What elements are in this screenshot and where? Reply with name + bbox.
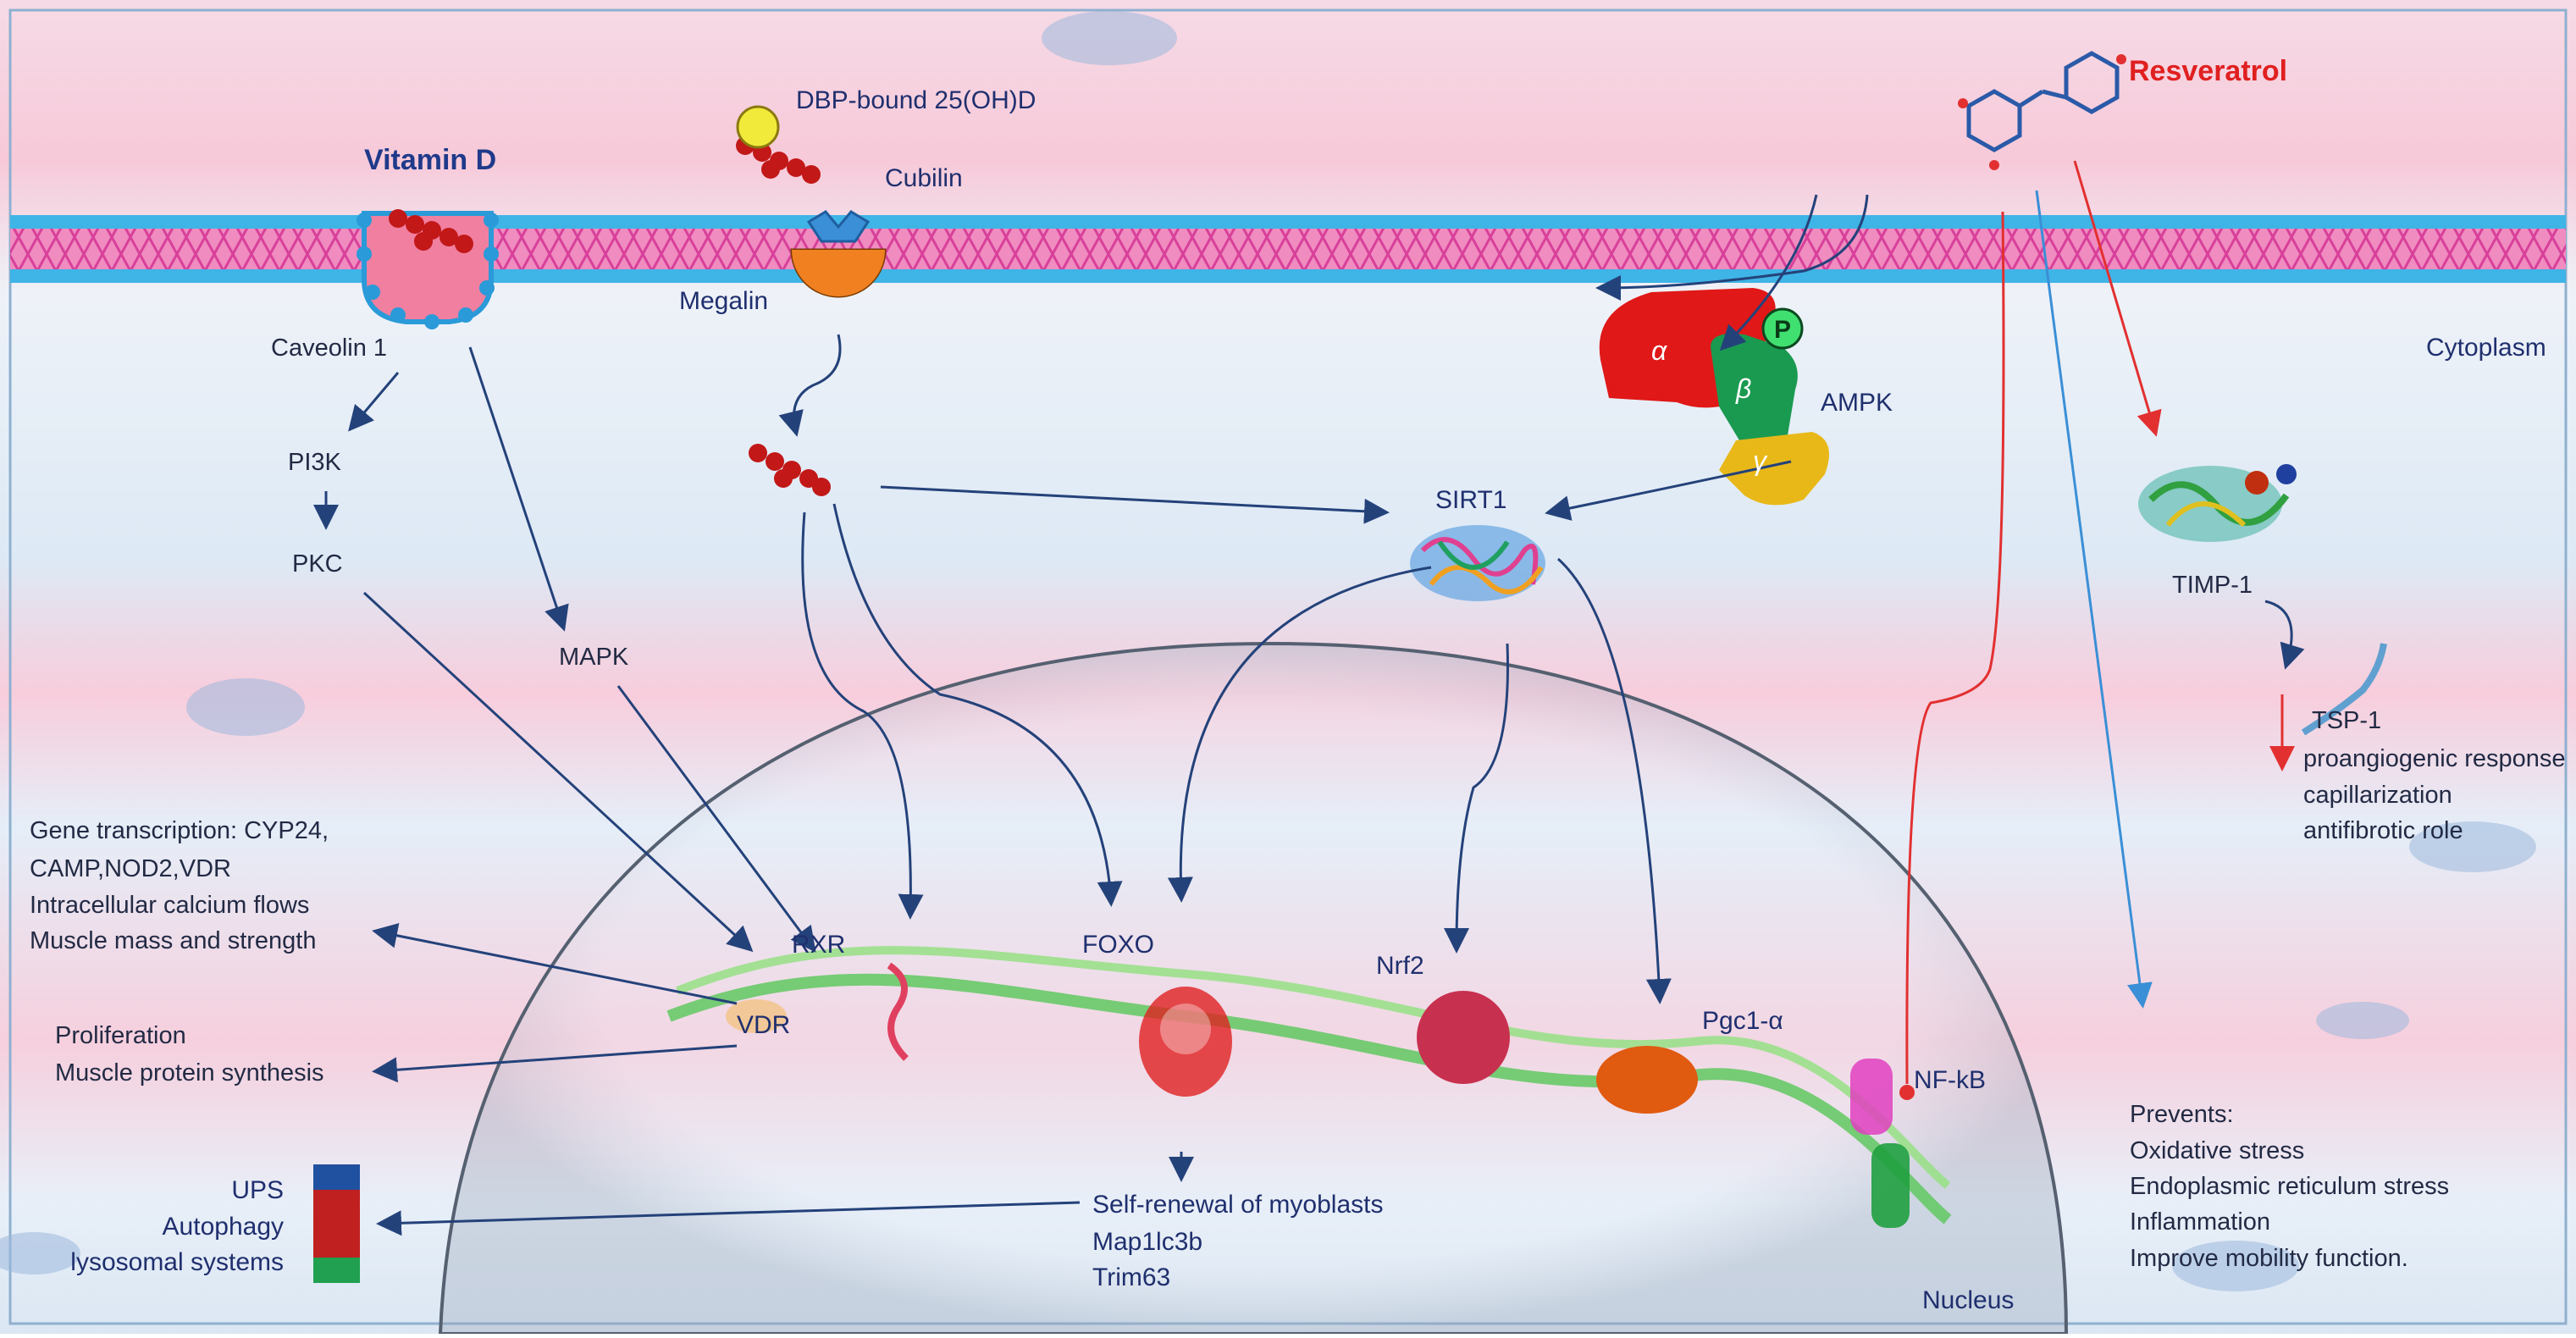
- dbp-bound-molecule: [736, 105, 821, 184]
- pkc-label: PKC: [292, 550, 343, 578]
- arrows: [313, 194, 2305, 1236]
- ampk-gamma-label: γ: [1753, 445, 1768, 476]
- ups-line-2: Autophagy: [163, 1213, 284, 1241]
- tsp-effects-line-1: proangiogenic response: [2303, 745, 2566, 772]
- self-renewal-line-1: Self-renewal of myoblasts: [1092, 1191, 1383, 1219]
- self-renewal-text: Self-renewal of myoblasts Map1lc3b Trim6…: [1092, 1191, 1383, 1291]
- tsp-effects-text: proangiogenic response capillarization a…: [2303, 745, 2566, 844]
- rxr-label: RXR: [792, 931, 845, 959]
- cytoplasm-label: Cytoplasm: [2426, 334, 2546, 362]
- tsp1-protein: [2301, 643, 2387, 736]
- self-renewal-line-3: Trim63: [1092, 1263, 1170, 1291]
- internalized-25ohd: [749, 444, 831, 496]
- gene-line-4: Muscle mass and strength: [30, 927, 316, 954]
- proliferation-line-2: Muscle protein synthesis: [55, 1059, 324, 1086]
- resveratrol-molecule: [1958, 51, 2126, 170]
- megalin-label: Megalin: [679, 287, 768, 315]
- ups-line-3: lysosomal systems: [70, 1248, 284, 1276]
- cytoplasm-vesicles: [0, 11, 2536, 1291]
- mapk-label: MAPK: [559, 644, 629, 671]
- rxr-protein: [887, 962, 909, 1061]
- proliferation-text: Proliferation Muscle protein synthesis: [55, 1022, 324, 1086]
- megalin-cubilin-receptor: [790, 210, 887, 298]
- pgc1a-protein: [1596, 1046, 1698, 1114]
- foxo-label: FOXO: [1082, 931, 1154, 959]
- proliferation-line-1: Proliferation: [55, 1022, 186, 1049]
- resveratrol-arrows: [1899, 160, 2295, 1100]
- prevents-text: Prevents: Oxidative stress Endoplasmic r…: [2130, 1101, 2449, 1272]
- timp1-label: TIMP-1: [2172, 572, 2253, 599]
- vitamin-d-label: Vitamin D: [364, 144, 496, 176]
- gene-line-1: Gene transcription: CYP24,: [30, 817, 329, 844]
- nucleus: [438, 641, 2069, 1335]
- dbp-label: DBP-bound 25(OH)D: [796, 86, 1036, 114]
- nucleus-label: Nucleus: [1922, 1286, 2014, 1314]
- nrf2-protein: [1417, 991, 1510, 1084]
- cubilin-label: Cubilin: [885, 164, 963, 192]
- prevents-line-3: Endoplasmic reticulum stress: [2130, 1173, 2449, 1200]
- caveolin-label: Caveolin 1: [271, 334, 387, 362]
- gene-line-2: CAMP,NOD2,VDR: [30, 855, 231, 882]
- pi3k-label: PI3K: [288, 449, 342, 476]
- pgc1a-label: Pgc1-α: [1702, 1007, 1783, 1035]
- prevents-line-2: Oxidative stress: [2130, 1137, 2304, 1164]
- timp1-protein: [2138, 464, 2297, 542]
- foxo-protein: [1139, 987, 1232, 1097]
- prevents-line-1: Prevents:: [2130, 1101, 2234, 1128]
- prevents-line-5: Improve mobility function.: [2130, 1245, 2408, 1272]
- ampk-beta-label: β: [1735, 373, 1751, 404]
- ampk-label: AMPK: [1821, 389, 1893, 417]
- nfkb-protein: [1850, 1059, 1910, 1228]
- sirt1-protein: [1410, 525, 1545, 601]
- tsp-effects-line-3: antifibrotic role: [2303, 817, 2463, 844]
- gene-line-3: Intracellular calcium flows: [30, 892, 309, 919]
- vdr-protein: [726, 999, 787, 1033]
- cell-membrane: [10, 215, 2566, 283]
- nfkb-label: NF-kB: [1914, 1066, 1986, 1094]
- ups-text: UPS Autophagy lysosomal systems: [70, 1176, 284, 1276]
- ampk-complex: [1599, 288, 1829, 506]
- resveratrol-label: Resveratrol: [2129, 55, 2287, 87]
- self-renewal-line-2: Map1lc3b: [1092, 1228, 1202, 1256]
- caveolin-vesicle: [357, 209, 499, 329]
- tsp1-label: TSP-1: [2312, 707, 2381, 734]
- ups-line-1: UPS: [231, 1176, 284, 1204]
- nrf2-label: Nrf2: [1376, 952, 1424, 980]
- ampk-alpha-label: α: [1651, 335, 1667, 366]
- prevents-line-4: Inflammation: [2130, 1208, 2270, 1236]
- sirt1-label: SIRT1: [1435, 486, 1506, 514]
- ups-proteasome: [313, 1164, 360, 1283]
- tsp-effects-line-2: capillarization: [2303, 782, 2452, 809]
- vdr-label: VDR: [737, 1011, 790, 1039]
- gene-transcription-text: Gene transcription: CYP24, CAMP,NOD2,VDR…: [30, 817, 329, 954]
- phospho-label: P: [1774, 316, 1791, 344]
- dna-helix: [666, 946, 1952, 1225]
